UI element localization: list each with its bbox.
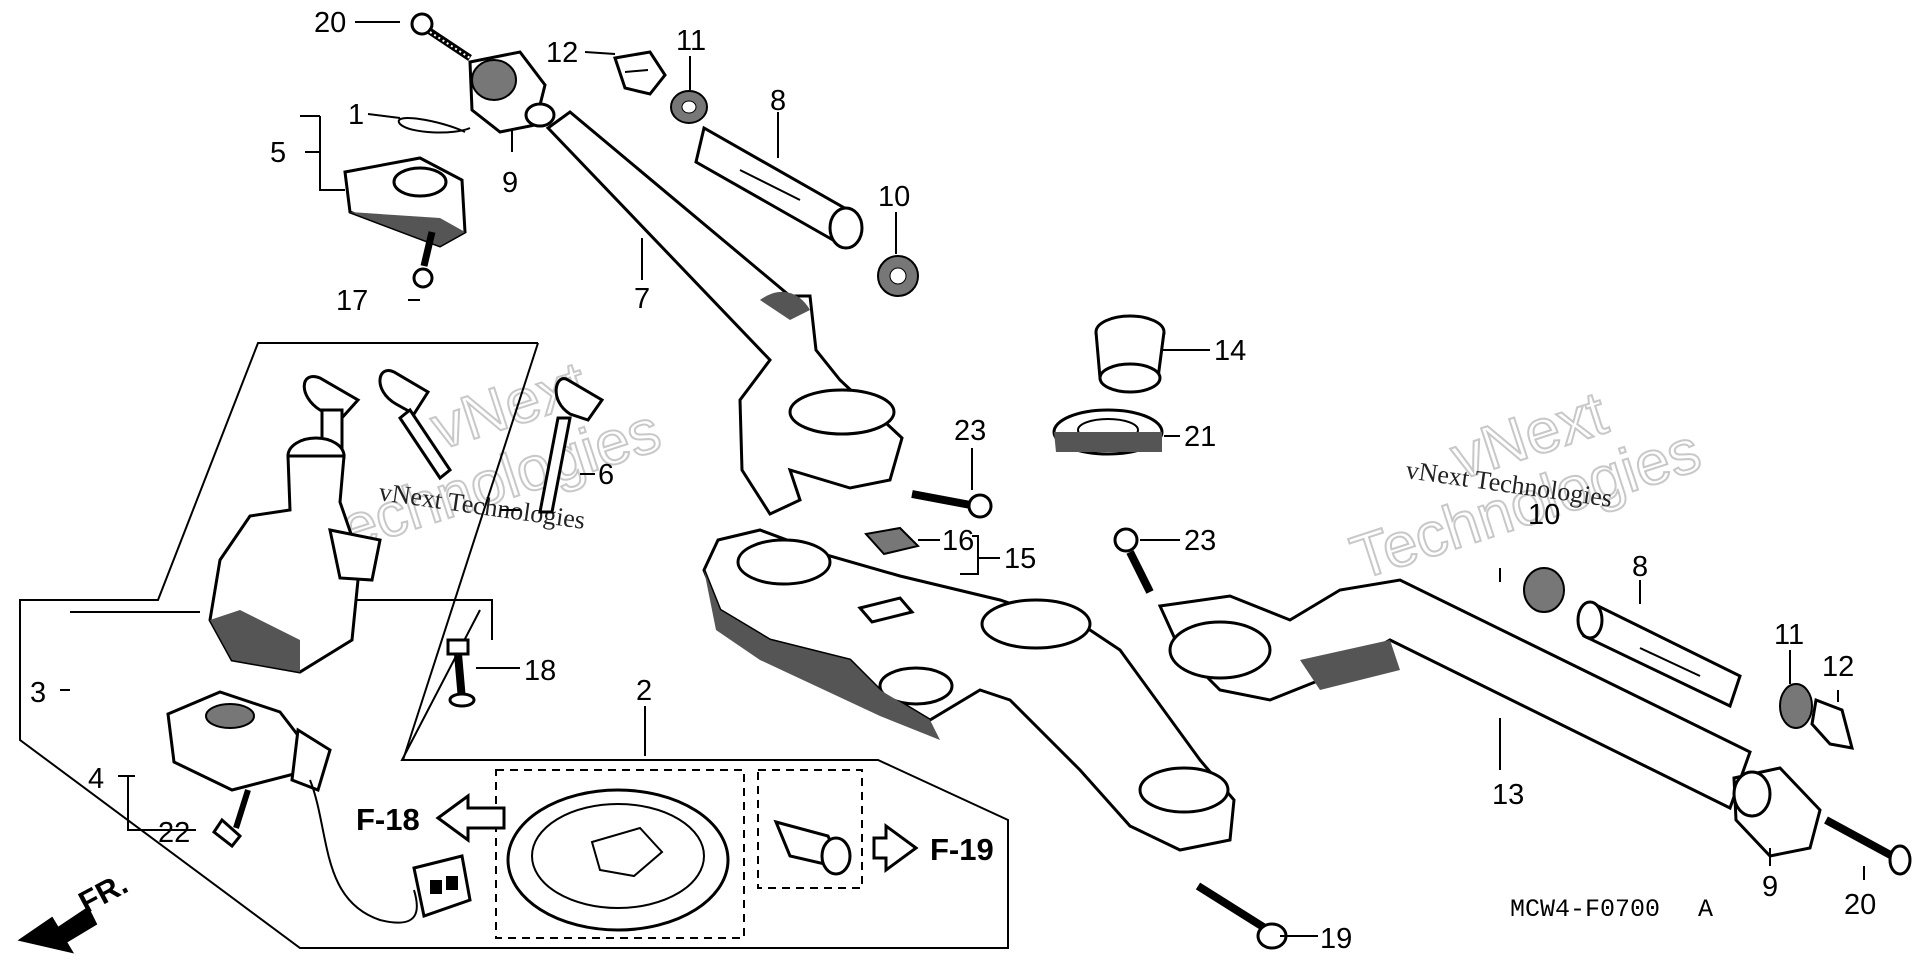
nut-10-top [877,255,919,297]
diagram-code-suffix: A [1698,895,1713,924]
callout-16: 16 [942,525,974,557]
callout-12-top: 12 [546,37,578,69]
callout-11-top: 11 [676,25,706,57]
callout-14: 14 [1214,335,1246,367]
callout-23-upper: 23 [954,415,986,447]
plate-16 [864,526,920,556]
bolt-19 [1195,882,1288,950]
handlebar-right-13 [1157,578,1752,811]
keys-pair [302,369,453,481]
collar-12-top [613,50,667,96]
callout-13: 13 [1492,779,1524,811]
callout-6: 6 [598,459,614,491]
nut-10-right [1523,567,1565,613]
callout-labels: 20 12 11 8 1 5 9 10 7 17 14 21 23 6 23 1… [30,7,1876,955]
bolt-18 [446,638,476,708]
fuel-cap-dashed-box [495,769,745,939]
cap-bolt-dashed-box [757,769,863,889]
callout-9-right: 9 [1762,871,1778,903]
callout-4: 4 [88,763,104,795]
callout-15: 15 [1004,543,1036,575]
callout-20-top: 20 [314,7,346,39]
bolt-20-top [410,12,472,61]
callout-5: 5 [270,137,286,169]
callout-10-right: 10 [1528,499,1560,531]
leader-lines [60,21,1865,937]
callout-1: 1 [348,99,364,131]
bushing-11-top [670,90,708,124]
callout-10-top: 10 [878,181,910,213]
clip-ring-1 [397,117,471,134]
callout-8-top: 8 [770,85,786,117]
callout-21: 21 [1184,421,1216,453]
arrow-f18 [435,793,506,843]
cap-bolt [773,819,852,876]
ref-f18: F-18 [356,802,420,837]
diagram-code: MCW4-F0700 [1510,895,1660,924]
bolt-23-lower [1113,527,1154,594]
ignition-group-divider [402,342,539,761]
front-arrow [17,906,98,954]
callout-23-lower: 23 [1184,525,1216,557]
screw-17 [412,231,436,289]
callout-11-right: 11 [1774,619,1804,651]
ref-f19: F-19 [930,832,994,867]
switch-bracket-line-2 [340,599,493,640]
callout-22: 22 [158,817,190,849]
bar-end-weight-9-right [1732,766,1822,858]
callout-2: 2 [636,675,652,707]
key-cylinder-4 [166,690,332,792]
bushing-11-right [1779,683,1813,729]
callout-8-right: 8 [1632,551,1648,583]
inner-weight-8-top [694,125,864,250]
ignition-group-outline [19,342,1009,949]
arrow-f18-shape [435,793,506,843]
key-6 [538,377,605,514]
fuel-cap [506,788,730,932]
bolt-23-upper [911,490,993,519]
callout-12-right: 12 [1822,651,1854,683]
switch-wire-connector [309,779,472,924]
callout-20-right: 20 [1844,889,1876,921]
ignition-switch [208,436,382,674]
bolt-20-right [1824,816,1912,876]
nut-21 [1052,408,1164,456]
collar-12-right [1810,697,1855,750]
callout-19: 19 [1320,923,1352,955]
inner-weight-8-right [1576,600,1742,709]
arrow-f19 [872,823,919,873]
callout-7: 7 [634,283,650,315]
callout-18: 18 [524,655,556,687]
watermark-right: vNext Technologies vNext Technologies [1342,378,1710,595]
arrow-f19-shape [872,823,919,873]
callout-17: 17 [336,285,368,317]
handlebar-left-7 [545,110,904,516]
callout-9-top: 9 [502,167,518,199]
group-outlines [19,342,1009,949]
dust-seal-14 [1094,314,1166,394]
bar-end-weight-9-top [468,50,556,134]
handle-holder-5 [343,156,467,248]
callout-3: 3 [30,677,46,709]
screw-22 [211,789,251,849]
top-bridge-15 [702,528,1236,852]
